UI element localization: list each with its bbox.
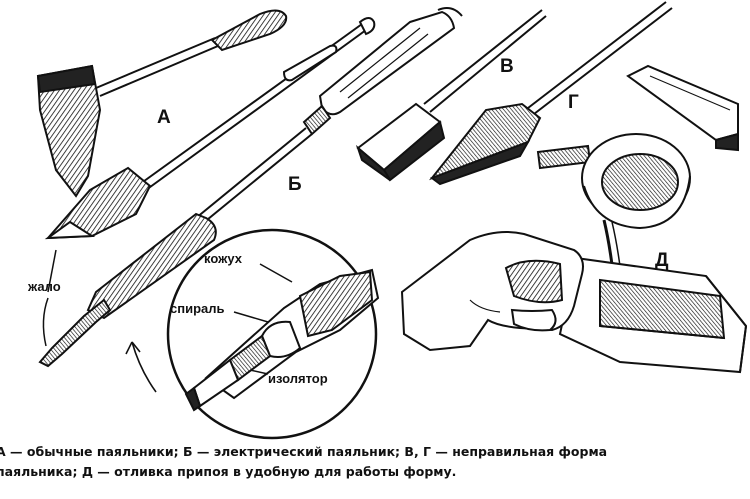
label-v: В (500, 56, 514, 77)
hand (400, 231, 584, 352)
iron-a (36, 9, 288, 198)
soldering-irons-illustration: А Б В Г Д жало кожух спираль изолятор (27, 1, 748, 440)
label-spiral: спираль (170, 301, 225, 316)
label-izolyator: изолятор (268, 371, 328, 386)
iron-g (428, 1, 673, 186)
iron-b-top (44, 17, 376, 240)
mold (558, 256, 748, 374)
caption-line-1: А — обычные паяльники; Б — электрический… (0, 444, 608, 459)
iron-b-electric (38, 7, 463, 368)
label-d: Д (655, 250, 669, 271)
ladle (536, 133, 691, 331)
label-zhalo: жало (27, 279, 61, 294)
iron-v (355, 9, 547, 182)
caption-line-2: паяльника; Д — отливка припоя в удобную … (0, 464, 457, 479)
solder-bar (626, 64, 739, 152)
figure-caption: А — обычные паяльники; Б — электрический… (0, 442, 750, 497)
label-a: А (157, 107, 171, 128)
label-b: Б (288, 174, 302, 195)
callout-leaders (42, 249, 293, 375)
inset-magnifier (125, 228, 380, 440)
label-g: Г (568, 92, 579, 113)
label-kozhukh: кожух (204, 251, 243, 266)
